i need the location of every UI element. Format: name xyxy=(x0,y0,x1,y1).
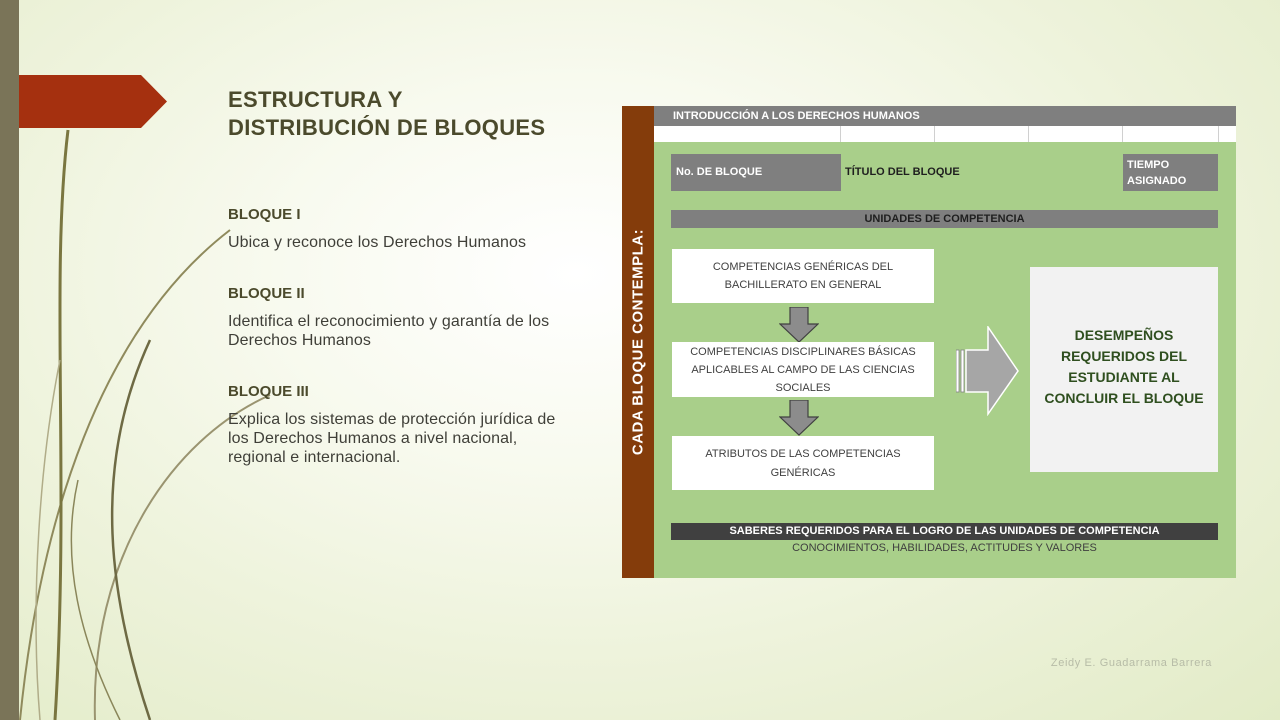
block-description: Explica los sistemas de protección juríd… xyxy=(228,411,556,466)
grid-cell-divider xyxy=(840,126,841,142)
down-arrow-icon xyxy=(779,400,819,436)
grid-cell-divider xyxy=(1122,126,1123,142)
block-title: BLOQUE I xyxy=(228,206,301,223)
slide-title-line1: ESTRUCTURA Y xyxy=(228,87,403,112)
left-sidebar-bar xyxy=(0,0,19,720)
block-title-cell: TÍTULO DEL BLOQUE xyxy=(845,166,960,178)
assigned-time-cell: TIEMPO ASIGNADO xyxy=(1123,154,1218,191)
grid-cell-divider xyxy=(934,126,935,142)
header-grid-strip xyxy=(654,126,1236,142)
block-list: BLOQUE I Ubica y reconoce los Derechos H… xyxy=(228,206,568,500)
competency-units-bar: UNIDADES DE COMPETENCIA xyxy=(671,210,1218,228)
block-title: BLOQUE III xyxy=(228,383,309,400)
slide-title: ESTRUCTURA Y DISTRIBUCIÓN DE BLOQUES xyxy=(228,86,588,142)
block-item: BLOQUE I Ubica y reconoce los Derechos H… xyxy=(228,206,568,252)
block-description: Ubica y reconoce los Derechos Humanos xyxy=(228,234,527,251)
block-title: BLOQUE II xyxy=(228,285,305,302)
generic-competencies-box: COMPETENCIAS GENÉRICAS DEL BACHILLERATO … xyxy=(672,249,934,303)
disciplinary-competencies-box: COMPETENCIAS DISCIPLINARES BÁSICAS APLIC… xyxy=(672,342,934,397)
required-knowledge-bar: SABERES REQUERIDOS PARA EL LOGRO DE LAS … xyxy=(671,523,1218,540)
side-band: CADA BLOQUE CONTEMPLA: xyxy=(622,106,654,578)
block-item: BLOQUE III Explica los sistemas de prote… xyxy=(228,383,568,467)
competency-attributes-box: ATRIBUTOS DE LAS COMPETENCIAS GENÉRICAS xyxy=(672,436,934,490)
course-header: INTRODUCCIÓN A LOS DERECHOS HUMANOS xyxy=(654,106,1236,126)
down-arrow-icon xyxy=(779,307,819,343)
student-performance-box: DESEMPEÑOS REQUERIDOS DEL ESTUDIANTE AL … xyxy=(1030,267,1218,472)
author-footer: Zeidy E. Guadarrama Barrera xyxy=(1050,657,1212,669)
accent-arrow-tab xyxy=(19,75,167,128)
side-band-label: CADA BLOQUE CONTEMPLA: xyxy=(629,228,647,456)
knowledge-skills-label: CONOCIMIENTOS, HABILIDADES, ACTITUDES Y … xyxy=(792,542,1097,554)
right-arrow-icon xyxy=(956,326,1019,416)
slide-title-line2: DISTRIBUCIÓN DE BLOQUES xyxy=(228,115,546,140)
grid-cell-divider xyxy=(1028,126,1029,142)
block-item: BLOQUE II Identifica el reconocimiento y… xyxy=(228,285,568,350)
grid-cell-divider xyxy=(1218,126,1219,142)
block-description: Identifica el reconocimiento y garantía … xyxy=(228,313,550,349)
block-number-cell: No. DE BLOQUE xyxy=(671,154,841,191)
block-structure-diagram: CADA BLOQUE CONTEMPLA: INTRODUCCIÓN A LO… xyxy=(622,106,1236,578)
